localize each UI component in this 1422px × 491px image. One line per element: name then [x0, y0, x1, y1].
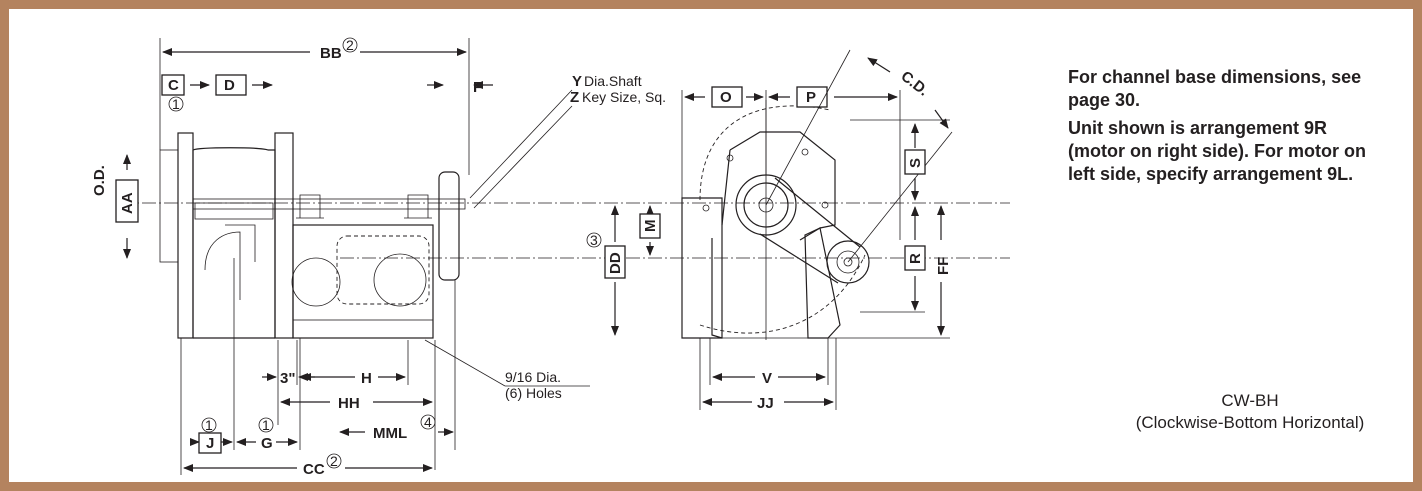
dim-o: O	[720, 89, 732, 106]
hidden-lower-arc	[699, 254, 866, 334]
dim-g: G	[261, 435, 273, 452]
housing-left-leg	[711, 149, 731, 339]
housing-right-leg	[804, 227, 841, 339]
caption-code: CW-BH	[1221, 391, 1279, 410]
motor-hole-left	[291, 257, 341, 307]
note-arrangement: Unit shown is arrangement 9R (motor on r…	[1068, 118, 1366, 184]
housing-side-plate	[177, 132, 194, 339]
bearing-right	[404, 194, 432, 219]
motor-base	[292, 224, 434, 339]
caption-block: CW-BH (Clockwise-Bottom Horizontal)	[1120, 390, 1380, 434]
dim-cd: C.D.	[898, 68, 932, 100]
dim-v: V	[762, 370, 772, 387]
housing-top	[729, 131, 836, 241]
dim-aa: AA	[119, 192, 136, 214]
base-rail	[292, 319, 434, 339]
dim-bb: BB	[320, 45, 342, 62]
dim-r: R	[907, 253, 924, 264]
notes-block: For channel base dimensions, see page 30…	[1068, 66, 1388, 191]
wheel-detail	[204, 224, 256, 300]
note-dd: 3	[590, 232, 598, 248]
note-mml: 4	[424, 414, 432, 430]
scroll-hidden-arc	[699, 105, 831, 201]
note-j: 1	[205, 417, 213, 433]
fan-sheave	[438, 171, 460, 281]
dim-h: H	[361, 370, 372, 387]
note-g: 1	[262, 417, 270, 433]
belt	[759, 177, 861, 284]
dim-dd: DD	[607, 252, 624, 274]
motor-outline-hidden	[336, 235, 430, 305]
end-view: O P C.D. S R FF M 3 DD	[586, 49, 953, 412]
dim-cc: CC	[303, 461, 325, 478]
caption-description: (Clockwise-Bottom Horizontal)	[1135, 413, 1365, 432]
inlet-flange	[159, 149, 179, 263]
motor-sheave-end	[826, 240, 870, 284]
bearing-left	[296, 194, 324, 219]
wheel-band	[194, 202, 274, 220]
dim-f: F	[473, 79, 482, 96]
dim-j: J	[206, 435, 214, 452]
dim-m: M	[642, 220, 659, 233]
dim-3in: 3"	[280, 370, 295, 387]
dim-s: S	[907, 158, 924, 168]
dim-jj: JJ	[757, 395, 774, 412]
dim-hh: HH	[338, 395, 360, 412]
dim-ff: FF	[935, 257, 952, 275]
dim-y-text: Dia.Shaft	[584, 73, 642, 89]
note-channel-base: For channel base dimensions, see page 30…	[1068, 67, 1362, 110]
note-cc: 2	[330, 453, 338, 469]
dim-y: Y	[572, 73, 582, 90]
holes-label-2: (6) Holes	[505, 385, 562, 401]
housing-left-block	[681, 197, 723, 339]
dim-p: P	[806, 89, 816, 106]
dim-od: O.D.	[91, 165, 108, 196]
dim-c: C	[168, 77, 179, 94]
holes-label-1: 9/16 Dia.	[505, 369, 561, 385]
note-bb: 2	[346, 37, 354, 53]
side-view: BB 2 C 1 D F Y Dia.Shaft Z Key Size, Sq.…	[91, 37, 1010, 478]
dim-d: D	[224, 77, 235, 94]
dim-mml: MML	[373, 425, 407, 442]
note-c: 1	[172, 96, 180, 112]
shaft	[192, 198, 466, 210]
motor-hole-right	[373, 253, 427, 307]
dim-z-text: Key Size, Sq.	[582, 89, 666, 105]
housing-back-plate	[274, 132, 294, 339]
dim-z: Z	[570, 89, 579, 106]
